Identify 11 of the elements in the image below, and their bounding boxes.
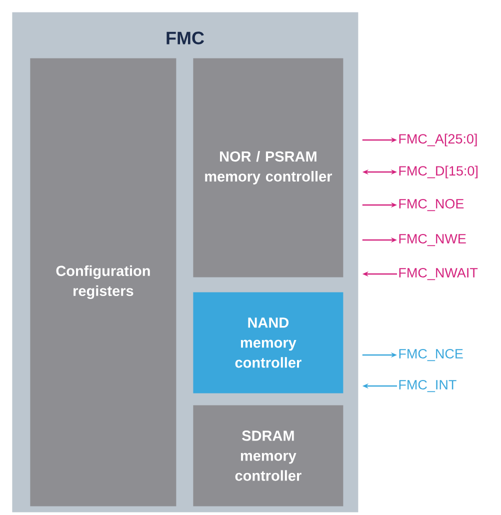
signal-name: FMC_A[25:0] (399, 134, 477, 146)
signal-name: FMC_NWAIT (399, 268, 478, 280)
signal-name: FMC_D[15:0] (399, 166, 478, 178)
controller-block: NAND memory controller (193, 292, 344, 394)
signal-name: FMC_INT (399, 380, 456, 392)
signal-name: FMC_NOE (399, 198, 464, 212)
register-block: Configuration registers (30, 58, 176, 506)
signal-name: FMC_NCE (399, 348, 463, 362)
controller-block: NOR / PSRAM memory controller (193, 58, 344, 278)
controller-block: SDRAM memory controller (193, 405, 344, 506)
signal-name: FMC_NWE (399, 234, 466, 246)
